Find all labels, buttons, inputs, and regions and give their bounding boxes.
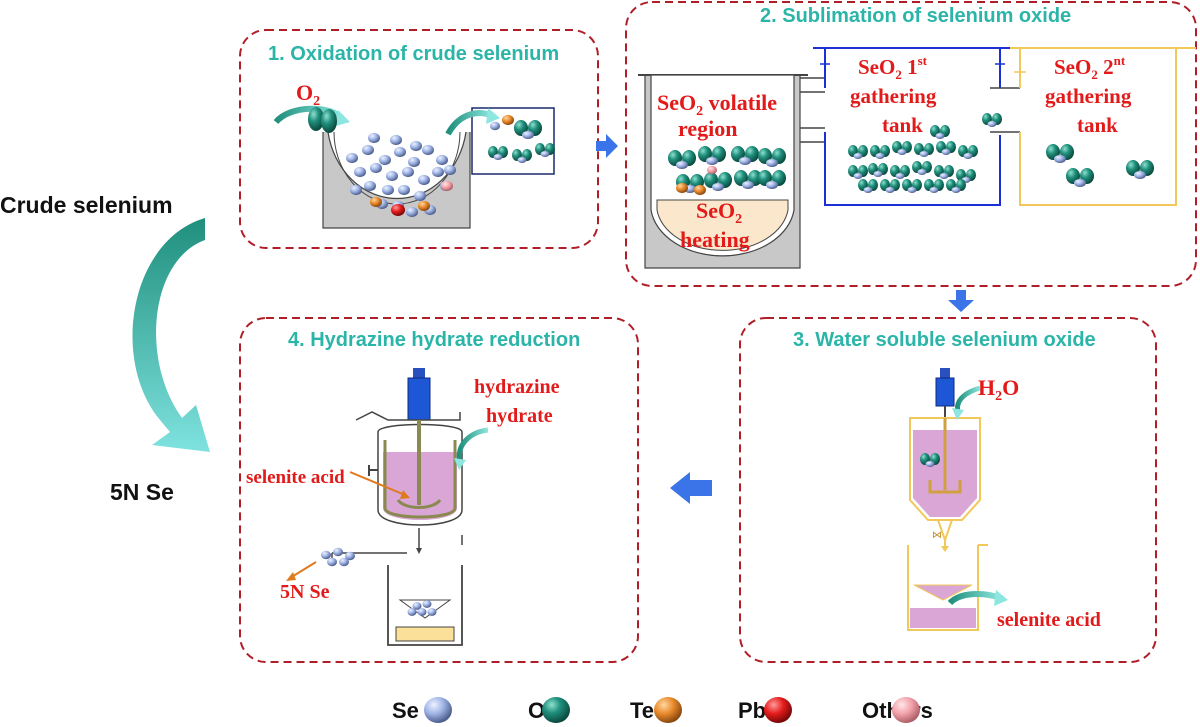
se-atom bbox=[398, 184, 410, 196]
seo2-molecule bbox=[1126, 160, 1154, 179]
se-atom bbox=[427, 608, 437, 616]
pb-atom bbox=[391, 204, 405, 216]
input-label: Crude selenium bbox=[0, 192, 173, 218]
legend-swatch-o bbox=[542, 697, 570, 723]
se-atom bbox=[422, 600, 432, 608]
seo2-molecule bbox=[930, 125, 950, 139]
legend-label-se: Se bbox=[392, 698, 419, 723]
legend-swatch-se bbox=[424, 697, 452, 723]
legend-swatch-pb bbox=[764, 697, 792, 723]
se-atom bbox=[327, 557, 337, 567]
output-label: 5N Se bbox=[110, 479, 174, 505]
seo2-molecule bbox=[892, 141, 912, 155]
se-atom bbox=[382, 184, 394, 196]
se-atom bbox=[418, 174, 430, 186]
legend-label-pb: Pb bbox=[738, 698, 766, 723]
se-atom bbox=[402, 166, 414, 178]
se-atom bbox=[394, 146, 406, 158]
flow-arrow-2-to-3 bbox=[948, 290, 974, 312]
overall-curve-arrow bbox=[132, 218, 210, 452]
step-4-title: 4. Hydrazine hydrate reduction bbox=[288, 329, 580, 351]
seo2-molecule bbox=[890, 165, 910, 179]
seo2-molecule bbox=[1046, 144, 1074, 163]
se-atom bbox=[386, 170, 398, 182]
se-atom bbox=[390, 134, 402, 146]
se-atom bbox=[417, 608, 427, 616]
legend: SeOTePbOthers bbox=[392, 697, 933, 723]
volatile-region-label: SeO2 volatile region bbox=[657, 90, 783, 141]
se-atom bbox=[354, 166, 366, 178]
seo2-molecule bbox=[924, 179, 944, 193]
se-atom bbox=[321, 550, 331, 560]
selenite-acid-label: selenite acid bbox=[246, 467, 345, 488]
se-atom bbox=[364, 180, 376, 192]
se-atom bbox=[412, 602, 422, 610]
seo2-molecule bbox=[946, 179, 966, 193]
seo2-molecule bbox=[868, 163, 888, 177]
te-atom bbox=[676, 182, 688, 194]
se-atom bbox=[339, 557, 349, 567]
se-atom bbox=[333, 547, 343, 557]
seo2-molecule bbox=[858, 179, 878, 193]
se-atom bbox=[346, 152, 358, 164]
step-3-title: 3. Water soluble selenium oxide bbox=[793, 329, 1096, 351]
flow-arrow-3-to-4 bbox=[670, 472, 712, 504]
se-atom bbox=[414, 190, 426, 202]
se-atom bbox=[422, 144, 434, 156]
legend-label-o: O bbox=[528, 698, 545, 723]
se-atom bbox=[350, 184, 362, 196]
seo2-molecule bbox=[848, 165, 868, 179]
step-3-panel: 3. Water soluble selenium oxide ⋈ H2O se… bbox=[739, 317, 1157, 663]
others-atom bbox=[707, 165, 717, 175]
seo2-molecule bbox=[912, 161, 932, 175]
se-atom bbox=[436, 154, 448, 166]
step-4-panel: 4. Hydrazine hydrate reduction hydrazine… bbox=[239, 317, 639, 663]
step-2-panel: 2. Sublimation of selenium oxide SeO2 vo… bbox=[625, 1, 1197, 287]
seo2-molecule bbox=[1066, 168, 1094, 187]
svg-text:⋈: ⋈ bbox=[932, 530, 942, 541]
flow-arrow-1-to-2 bbox=[596, 134, 618, 158]
se-atom bbox=[407, 608, 417, 616]
seo2-molecule bbox=[934, 165, 954, 179]
step-1-panel: 1. Oxidation of crude selenium O2 bbox=[239, 29, 599, 249]
legend-swatch-te bbox=[654, 697, 682, 723]
se-atom bbox=[410, 140, 422, 152]
se-atom bbox=[432, 166, 444, 178]
seo2-molecule bbox=[982, 113, 1002, 127]
te-atom bbox=[502, 114, 514, 126]
others-atom bbox=[441, 180, 453, 192]
te-atom bbox=[370, 196, 382, 208]
se-atom bbox=[368, 132, 380, 144]
step-1-title: 1. Oxidation of crude selenium bbox=[268, 43, 559, 65]
selenite-acid-product-label: selenite acid bbox=[997, 609, 1101, 631]
se-atom bbox=[406, 206, 418, 218]
5n-se-product-label: 5N Se bbox=[280, 581, 330, 603]
legend-label-te: Te bbox=[630, 698, 654, 723]
step-2-title: 2. Sublimation of selenium oxide bbox=[760, 5, 1071, 27]
seo2-molecule bbox=[958, 145, 978, 159]
tank-1-label: SeO2 1st gathering tank bbox=[850, 46, 942, 137]
legend-swatch-others bbox=[892, 697, 920, 723]
seo2-molecule bbox=[914, 143, 934, 157]
water-label: H2O bbox=[978, 375, 1019, 404]
se-atom bbox=[345, 551, 355, 561]
se-atom bbox=[408, 156, 420, 168]
seo2-molecule bbox=[880, 179, 900, 193]
seo2-molecule bbox=[848, 145, 868, 159]
se-atom bbox=[444, 164, 456, 176]
seo2-molecule bbox=[936, 141, 956, 155]
seo2-molecule bbox=[902, 179, 922, 193]
te-atom bbox=[418, 200, 430, 212]
se-atom bbox=[379, 154, 391, 166]
oxygen-label: O2 bbox=[296, 80, 320, 109]
te-atom bbox=[694, 184, 706, 196]
se-atom bbox=[362, 144, 374, 156]
seo2-molecule bbox=[870, 145, 890, 159]
se-atom bbox=[370, 162, 382, 174]
se-atom bbox=[490, 121, 500, 131]
heating-label: SeO2 heating bbox=[680, 198, 750, 252]
tank-2-label: SeO2 2nt gathering tank bbox=[1045, 46, 1137, 137]
